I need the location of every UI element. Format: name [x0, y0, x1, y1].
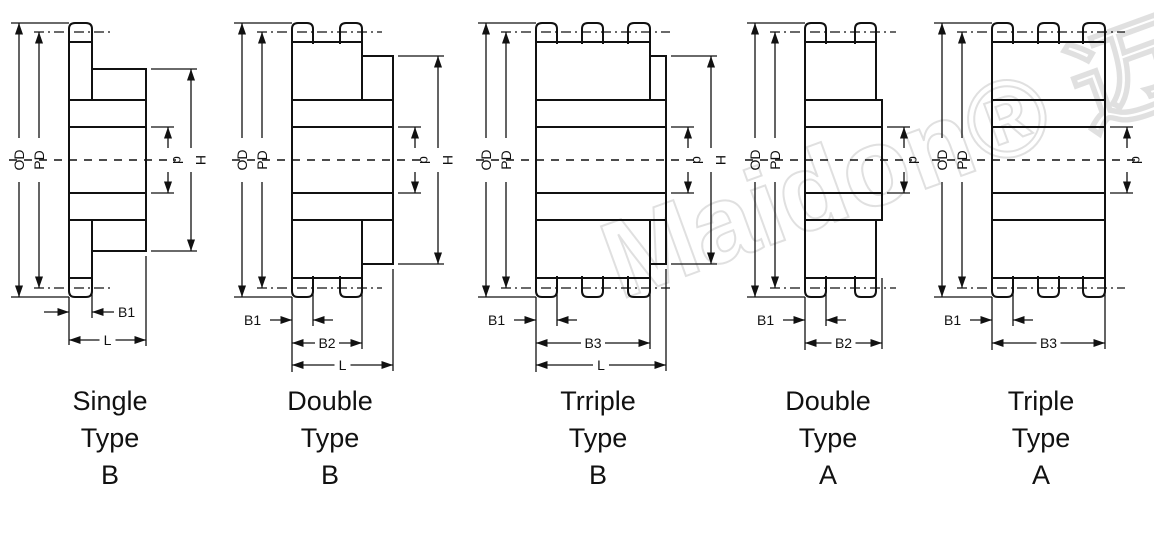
- sprocket-tooth: [854, 276, 877, 298]
- pd-label: PD: [31, 150, 47, 169]
- hub-section: [361, 219, 394, 265]
- sprocket-tooth: [535, 22, 558, 44]
- b1-label: B1: [944, 312, 961, 328]
- type-title-line: Type: [81, 423, 140, 453]
- bushing-section: [68, 99, 147, 128]
- sprocket-plate-section: [68, 41, 93, 101]
- bushing-section: [991, 99, 1106, 128]
- l-label: L: [339, 357, 347, 373]
- sprocket-tooth: [804, 22, 827, 44]
- type-title-line: Trriple: [560, 386, 636, 416]
- sprocket-plate-section: [804, 41, 877, 101]
- type-title-line: Double: [785, 386, 871, 416]
- l-label: L: [597, 357, 605, 373]
- d-label: d: [906, 156, 922, 164]
- bushing-section: [804, 192, 883, 221]
- hub-section: [649, 55, 667, 101]
- od-label: OD: [934, 150, 950, 171]
- bushing-section: [535, 99, 667, 128]
- d-label: d: [170, 156, 186, 164]
- od-label: OD: [234, 150, 250, 171]
- type-title-line: A: [819, 460, 837, 490]
- pd-label: PD: [954, 150, 970, 169]
- sprocket-tooth: [627, 22, 651, 44]
- type-title-line: Type: [799, 423, 858, 453]
- type-title-line: Single: [72, 386, 147, 416]
- type-title-line: Triple: [1008, 386, 1075, 416]
- bushing-section: [68, 192, 147, 221]
- type-title-line: A: [1032, 460, 1050, 490]
- b1-label: B1: [488, 312, 505, 328]
- sprocket-tooth: [291, 22, 314, 44]
- type-title-line: B: [589, 460, 607, 490]
- bushing-section: [804, 99, 883, 128]
- od-label: OD: [478, 150, 494, 171]
- hub-section: [91, 68, 147, 101]
- pd-label: PD: [254, 150, 270, 169]
- d-label: d: [1129, 156, 1145, 164]
- d-label: d: [417, 156, 433, 164]
- b-label: B3: [584, 335, 601, 351]
- h-label: H: [713, 155, 729, 165]
- watermark: Maidon® 迈动: [585, 0, 1154, 324]
- sprocket-tooth: [1037, 276, 1060, 298]
- sprocket-tooth: [991, 276, 1014, 298]
- b1-label: B1: [244, 312, 261, 328]
- type-title-line: Double: [287, 386, 373, 416]
- pd-label: PD: [498, 150, 514, 169]
- type-title-line: Type: [569, 423, 628, 453]
- d-label: d: [690, 156, 706, 164]
- type-title-line: Type: [1012, 423, 1071, 453]
- sprocket-tooth: [535, 276, 558, 298]
- sprocket-plate-section: [291, 219, 363, 279]
- type-title-line: B: [321, 460, 339, 490]
- h-label: H: [193, 155, 209, 165]
- b-label: B2: [318, 335, 335, 351]
- bushing-section: [291, 192, 394, 221]
- b1-label: B1: [757, 312, 774, 328]
- sprocket-tooth: [804, 276, 827, 298]
- sprocket-tooth: [68, 22, 93, 44]
- b-label: B3: [1040, 335, 1057, 351]
- sprocket-plate-section: [535, 41, 651, 101]
- sprocket-tooth: [1037, 22, 1060, 44]
- sprocket-tooth: [581, 276, 604, 298]
- sprocket-tooth: [1082, 276, 1106, 298]
- h-label: H: [440, 155, 456, 165]
- bushing-section: [291, 99, 394, 128]
- bushing-section: [991, 192, 1106, 221]
- sprocket-tooth: [291, 276, 314, 298]
- type-title-line: B: [101, 460, 119, 490]
- od-label: OD: [11, 150, 27, 171]
- sprocket-plate-section: [991, 219, 1106, 279]
- b-label: B2: [835, 335, 852, 351]
- hub-section: [361, 55, 394, 101]
- sprocket-tooth: [339, 276, 363, 298]
- type-title-line: Type: [301, 423, 360, 453]
- b1-label: B1: [118, 304, 135, 320]
- bushing-section: [535, 192, 667, 221]
- l-label: L: [104, 332, 112, 348]
- od-label: OD: [747, 150, 763, 171]
- sprocket-tooth: [339, 22, 363, 44]
- sprocket-tooth: [991, 22, 1014, 44]
- hub-section: [91, 219, 147, 252]
- sprocket-tooth: [581, 22, 604, 44]
- watermark-text: Maidon® 迈动: [586, 0, 1154, 323]
- pd-label: PD: [767, 150, 783, 169]
- sprocket-plate-section: [291, 41, 363, 101]
- sprocket-tooth: [1082, 22, 1106, 44]
- sprocket-tooth: [854, 22, 877, 44]
- sprocket-plate-section: [68, 219, 93, 279]
- sprocket-tooth: [68, 276, 93, 298]
